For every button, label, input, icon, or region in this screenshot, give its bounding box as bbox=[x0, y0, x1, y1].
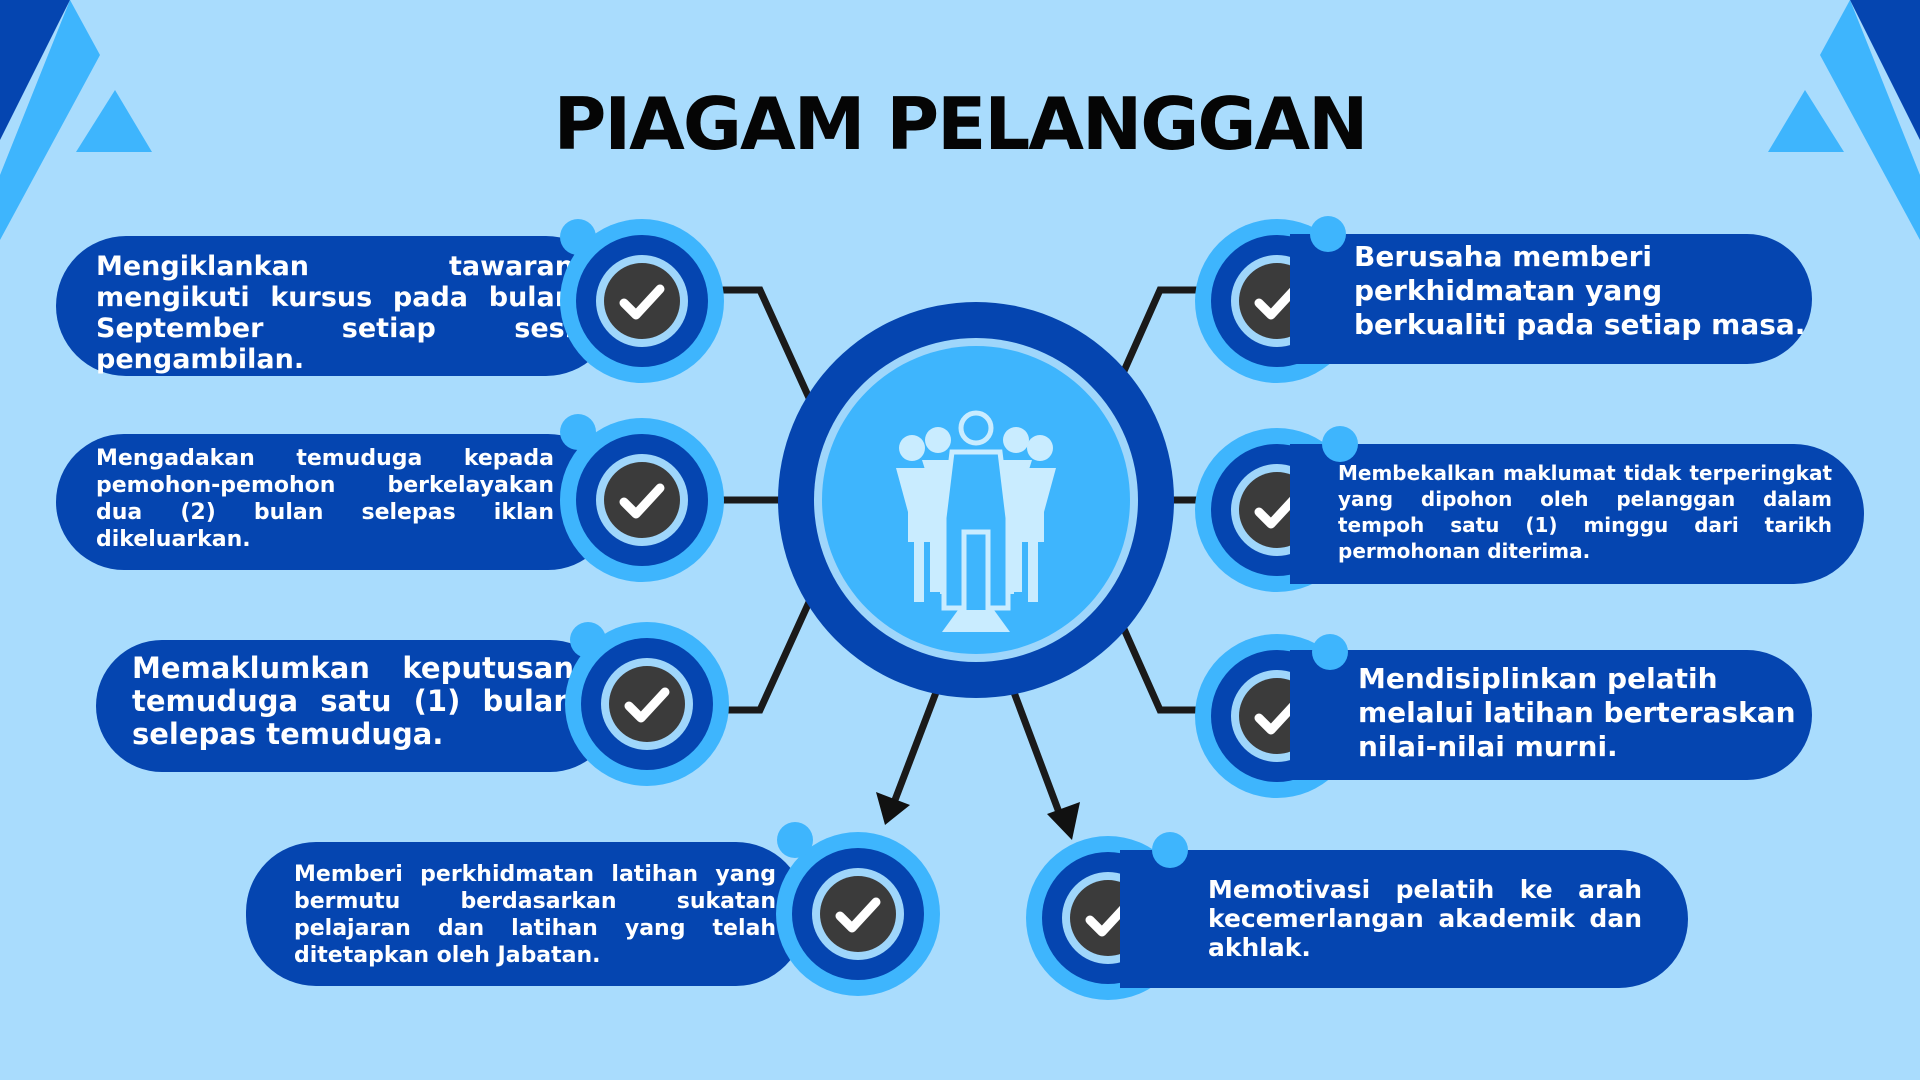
charter-card-left-3 bbox=[96, 640, 616, 772]
charter-text-left-2: Mengadakan temuduga kepada pemohon-pemoh… bbox=[96, 446, 554, 552]
badge-dot-bottom-right bbox=[1152, 832, 1188, 868]
badge-dot-left-2 bbox=[560, 414, 596, 450]
arrowhead-bottom-right bbox=[1047, 802, 1080, 840]
corner-decoration-right bbox=[1768, 0, 1920, 240]
check-icon bbox=[1254, 699, 1300, 735]
check-icon bbox=[624, 687, 670, 723]
charter-card-left-2 bbox=[56, 434, 616, 570]
connector-arrow-bottom-left bbox=[890, 690, 940, 805]
charter-text-left-3: Memaklumkan keputusan temuduga satu (1) … bbox=[132, 651, 574, 751]
charter-card-bottom-right bbox=[1120, 850, 1688, 988]
connector-right-1 bbox=[1115, 286, 1199, 385]
arrowhead-bottom-left bbox=[876, 792, 910, 825]
central-hub bbox=[778, 302, 1174, 698]
page-title: PIAGAM PELANGGAN bbox=[553, 82, 1369, 166]
check-icon bbox=[619, 483, 665, 519]
charter-text-right-1: Berusaha memberi perkhidmatan yang berku… bbox=[1354, 240, 1806, 341]
charter-text-bottom-left: Memberi perkhidmatan latihan yang bermut… bbox=[294, 862, 776, 968]
charter-card-bottom-left bbox=[246, 842, 806, 986]
badge-dot-right-2 bbox=[1322, 426, 1358, 462]
connector-left-3 bbox=[716, 595, 815, 714]
check-badge-left-2 bbox=[560, 418, 724, 582]
check-badge-bottom-left bbox=[776, 832, 940, 996]
badge-dot-right-3 bbox=[1312, 634, 1348, 670]
check-icon bbox=[1254, 493, 1300, 529]
check-badge-left-1 bbox=[560, 219, 724, 383]
connector-right-3 bbox=[1115, 615, 1199, 714]
charter-card-left-1 bbox=[56, 236, 616, 376]
check-icon bbox=[619, 284, 665, 320]
charter-card-right-2 bbox=[1290, 444, 1864, 584]
connector-arrow-bottom-right bbox=[1010, 690, 1065, 820]
check-icon bbox=[835, 897, 881, 933]
check-badge-left-3 bbox=[565, 622, 729, 786]
charter-text-right-2: Membekalkan maklumat tidak terperingkat … bbox=[1338, 461, 1832, 563]
badge-dot-left-3 bbox=[570, 622, 606, 658]
badge-dot-bottom-left bbox=[777, 822, 813, 858]
badge-dot-right-1 bbox=[1310, 216, 1346, 252]
check-icon bbox=[1085, 901, 1131, 937]
charter-card-right-1 bbox=[1290, 234, 1812, 364]
badge-dot-left-1 bbox=[560, 219, 596, 255]
charter-text-right-3: Mendisiplinkan pelatih melalui latihan b… bbox=[1358, 662, 1796, 763]
charter-card-right-3 bbox=[1290, 650, 1812, 780]
corner-decoration-left bbox=[0, 0, 152, 240]
check-icon bbox=[1254, 284, 1300, 320]
charter-text-left-1: Mengiklankan tawaran mengikuti kursus pa… bbox=[96, 251, 574, 375]
charter-text-bottom-right: Memotivasi pelatih ke arah kecemerlangan… bbox=[1208, 875, 1642, 962]
people-group-icon bbox=[896, 410, 1056, 632]
connector-left-1 bbox=[716, 286, 815, 405]
